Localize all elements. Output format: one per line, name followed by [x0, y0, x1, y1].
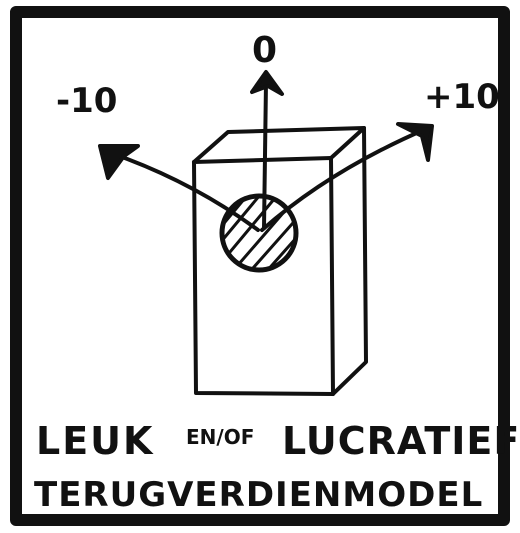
caption-connector: EN/OF	[186, 425, 254, 449]
caption-word-2: LUCRATIEF	[282, 419, 520, 463]
arrow-up	[264, 82, 266, 228]
scale-label-right: +10	[424, 77, 500, 117]
scale-label-center: 0	[252, 30, 277, 71]
arrow-right-head	[398, 124, 432, 160]
dial-knob	[210, 195, 305, 292]
scale-label-left: -10	[56, 81, 117, 121]
caption-word-1: LEUK	[36, 419, 154, 463]
arrow-left	[108, 152, 258, 230]
caption-line-2: TERUGVERDIENMODEL	[34, 475, 483, 515]
